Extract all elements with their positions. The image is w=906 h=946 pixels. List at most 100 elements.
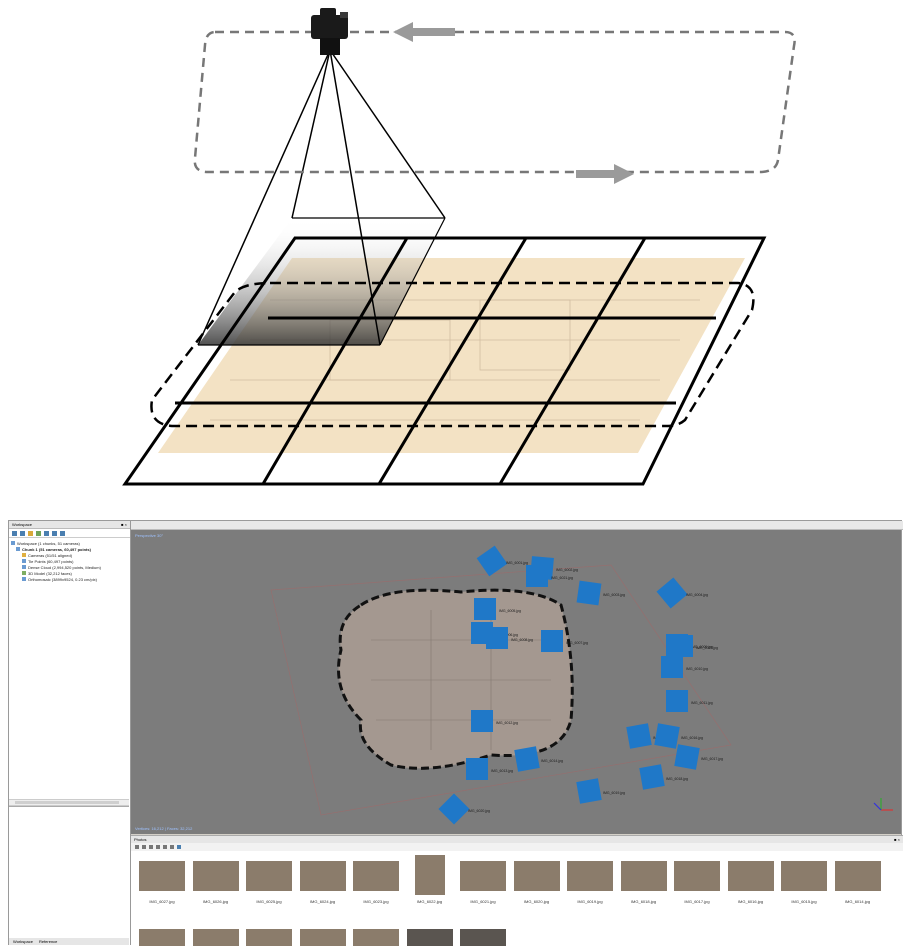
photo-caption: IMG_6015.jpg [791, 899, 817, 904]
tab-workspace[interactable]: Workspace [13, 939, 33, 944]
photo-caption: IMG_6014.jpg [844, 899, 871, 904]
camera-marker[interactable] [639, 764, 665, 790]
camera-marker[interactable] [466, 758, 488, 780]
photo-thumbnail[interactable] [781, 861, 827, 891]
workspace-tree: Workspace (1 chunks, 51 cameras) Chunk 1… [9, 538, 130, 582]
camera-label: IMG_6013.jpg [491, 769, 513, 773]
tie-points-icon [22, 559, 26, 563]
tree-item-chunk[interactable]: Chunk 1 (51 cameras, 60,497 points) [11, 546, 130, 552]
photo-thumbnail[interactable] [299, 929, 346, 946]
photo-thumbnail[interactable] [727, 861, 774, 891]
photo-thumbnail[interactable] [353, 929, 399, 946]
tree-item-workspace[interactable]: Workspace (1 chunks, 51 cameras) [11, 540, 130, 546]
photos-close-button[interactable]: ■ × [894, 837, 900, 842]
add-photo-icon[interactable] [135, 845, 139, 849]
camera-marker[interactable] [514, 746, 540, 772]
photo-thumbnail[interactable] [674, 861, 720, 891]
undo-icon[interactable] [52, 530, 57, 536]
rotate-left-icon[interactable] [149, 845, 153, 849]
workspace-title-bar: Workspace ■ × [9, 521, 130, 529]
photo-thumbnail[interactable] [246, 929, 292, 946]
photo-caption: IMG_6024.jpg [309, 899, 336, 904]
camera-marker[interactable] [576, 778, 602, 804]
tree-item-tie-points[interactable]: Tie Points (60,497 points) [11, 558, 130, 564]
capture-diagram [122, 8, 796, 486]
add-photos-icon[interactable] [20, 530, 25, 536]
flight-path-upper [193, 30, 796, 174]
camera-marker[interactable] [576, 580, 602, 606]
chunk-icon [16, 547, 20, 551]
reconstructed-model [337, 588, 574, 770]
camera-label: IMG_6014.jpg [541, 759, 563, 763]
photo-thumbnail[interactable] [246, 861, 292, 891]
photo-thumbnail[interactable] [192, 861, 239, 891]
workspace-close-button[interactable]: ■ × [121, 522, 127, 527]
camera-marker[interactable] [626, 723, 652, 749]
arrow-left-icon [393, 22, 455, 42]
tab-reference[interactable]: Reference [38, 939, 58, 944]
photo-thumbnail[interactable] [620, 861, 667, 891]
camera-frustum [198, 218, 445, 345]
remove-item-icon[interactable] [44, 530, 49, 536]
tree-item-dense-cloud[interactable]: Dense Cloud (2,994,520 points, Medium) [11, 564, 130, 570]
camera-label: IMG_6001.jpg [506, 561, 528, 565]
photos-toolbar [131, 843, 903, 851]
camera-marker[interactable] [656, 577, 688, 609]
redo-icon[interactable] [60, 530, 65, 536]
camera-marker[interactable] [541, 630, 563, 652]
workspace-horizontal-scrollbar[interactable] [9, 799, 129, 806]
camera-marker[interactable] [471, 710, 493, 732]
photo-thumbnail[interactable] [460, 929, 506, 946]
camera-label: IMG_6007.jpg [566, 641, 588, 645]
photo-thumbnail[interactable] [460, 861, 506, 891]
camera-marker[interactable] [474, 598, 496, 620]
photo-caption: IMG_6026.jpg [202, 899, 229, 904]
photo-thumbnail[interactable] [139, 861, 185, 891]
photo-thumbnail[interactable] [567, 861, 613, 891]
view-mode-icon[interactable] [177, 845, 181, 849]
add-chunk-icon[interactable] [12, 530, 17, 536]
photo-thumbnail[interactable] [299, 861, 346, 891]
filter-icon[interactable] [170, 845, 174, 849]
camera-marker[interactable] [438, 793, 470, 825]
photo-thumbnail[interactable] [834, 861, 881, 891]
merge-chunks-icon[interactable] [36, 530, 41, 536]
tree-item-orthomosaic[interactable]: Orthomosaic (3899x9524, 0.23 cm/pix) [11, 576, 130, 582]
photo-thumbnail[interactable] [139, 929, 185, 946]
workspace-title: Workspace [12, 522, 32, 527]
photo-thumbnail[interactable] [513, 861, 560, 891]
camera-marker[interactable] [476, 545, 508, 577]
camera-label: IMG_6005.jpg [499, 609, 521, 613]
photo-thumbnail[interactable] [406, 929, 453, 946]
remove-photo-icon[interactable] [142, 845, 146, 849]
add-folder-icon[interactable] [28, 530, 33, 536]
scrollbar-thumb[interactable] [15, 801, 119, 804]
camera-label: IMG_6010.jpg [686, 667, 708, 671]
axes-gizmo-icon [873, 798, 893, 811]
rotate-right-icon[interactable] [156, 845, 160, 849]
cameras-folder-icon [22, 553, 26, 557]
camera-marker[interactable] [486, 627, 508, 649]
camera-label: IMG_6021.jpg [551, 576, 573, 580]
camera-marker[interactable] [661, 656, 683, 678]
camera-label: IMG_6002.jpg [556, 568, 578, 572]
workspace-panel: Workspace ■ × Workspace (1 chunks, 51 ca… [9, 521, 131, 945]
photo-thumbnail[interactable] [192, 929, 239, 946]
camera-marker[interactable] [671, 635, 693, 657]
camera-marker[interactable] [666, 690, 688, 712]
camera-label: IMG_6012.jpg [496, 721, 518, 725]
camera-label: IMG_6018.jpg [666, 777, 688, 781]
photo-thumbnail[interactable] [353, 861, 399, 891]
camera-marker[interactable] [674, 744, 700, 770]
mask-icon[interactable] [163, 845, 167, 849]
camera-marker[interactable] [526, 565, 548, 587]
viewport-status: Vertices: 16,212 | Faces: 32,212 [135, 826, 193, 831]
photo-caption: IMG_6019.jpg [577, 899, 603, 904]
photo-thumbnail[interactable] [414, 855, 445, 895]
camera-marker[interactable] [654, 723, 680, 749]
tree-item-cameras[interactable]: Cameras (51/51 aligned) [11, 552, 130, 558]
photos-title: Photos [134, 837, 147, 842]
tree-item-3d-model[interactable]: 3D Model (32,212 faces) [11, 570, 130, 576]
